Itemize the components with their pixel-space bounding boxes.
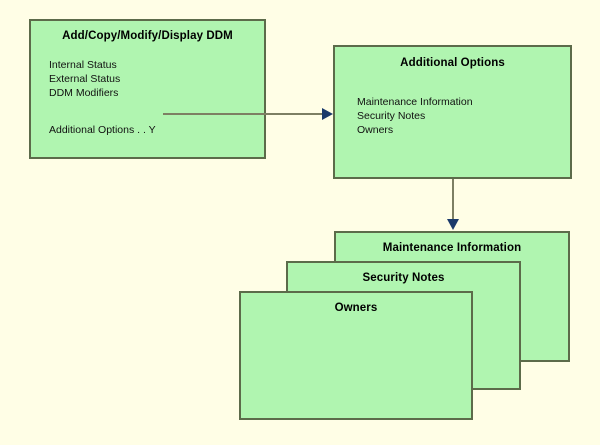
screen-box-additional-options[interactable]: Additional Options Maintenance Informati… — [333, 45, 572, 179]
screen-box-add-copy-modify-display-ddm[interactable]: Add/Copy/Modify/Display DDM Internal Sta… — [29, 19, 266, 159]
connector-line-vertical — [452, 179, 454, 222]
screen-field-list: Internal Status External Status DDM Modi… — [49, 59, 121, 99]
additional-options-item-list: Maintenance Information Security Notes O… — [357, 96, 473, 136]
connector-line-horizontal — [163, 113, 323, 115]
arrow-right-icon — [322, 108, 333, 120]
panel-title-security-notes: Security Notes — [362, 272, 445, 284]
arrow-down-icon — [447, 219, 459, 230]
screen-title-additional-options: Additional Options — [400, 57, 505, 69]
screen-title-add-copy-modify-display-ddm: Add/Copy/Modify/Display DDM — [62, 30, 233, 42]
panel-box-owners[interactable]: Owners — [239, 291, 473, 420]
panel-title-owners: Owners — [334, 302, 378, 314]
additional-options-prompt[interactable]: Additional Options . . Y — [49, 124, 156, 136]
panel-title-maintenance-information: Maintenance Information — [382, 242, 522, 254]
